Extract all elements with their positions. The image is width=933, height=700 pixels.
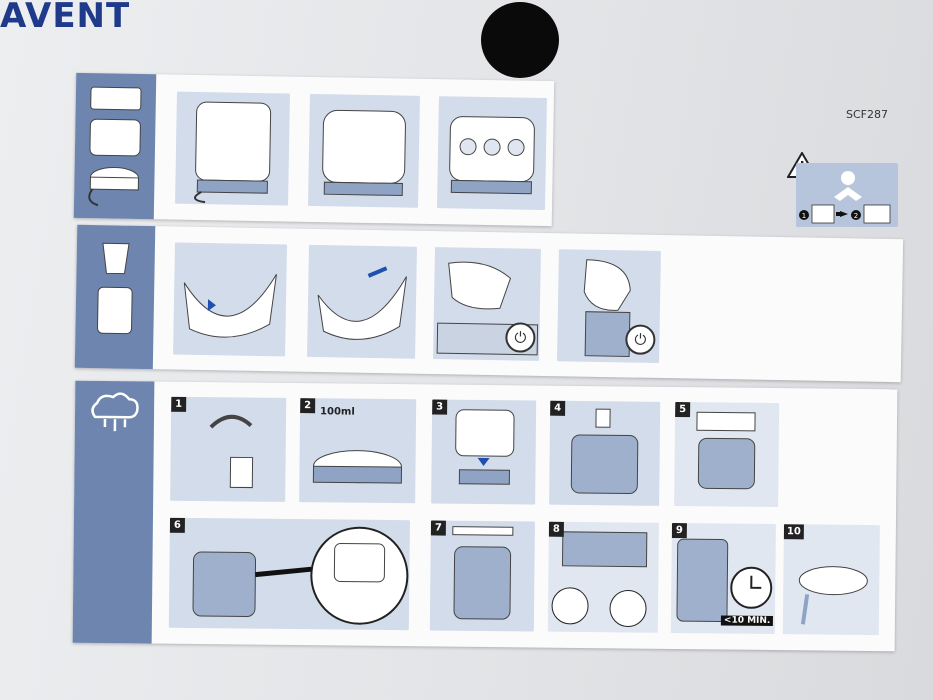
step-number: 6 [169,517,185,533]
power-button-icon [505,322,536,353]
step-10-tile: 10 [782,524,880,636]
step-number: 5 [675,401,691,418]
step-number: 4 [550,400,566,416]
steps-panel: 1 2 100ml 3 4 5 6 7 8 9 <10 MIN. 10 [72,380,898,652]
basket-panel [74,224,904,383]
assembly-panel [73,72,555,227]
assembly-tile-1 [175,91,290,206]
step-number: 10 [783,524,804,540]
bottle-sidebar [74,224,156,370]
carry-hole [481,2,559,78]
model-code: SCF287 [846,108,888,121]
step-number: 7 [430,520,446,536]
svg-text:1: 1 [802,212,806,220]
step-number: 1 [171,396,187,412]
step-number: 9 [671,522,687,539]
basket-tile-3 [433,247,541,361]
time-limit-label: <10 MIN. [720,615,774,627]
step-2-tile: 2 100ml [299,398,417,504]
basket-tile-4 [557,249,661,363]
step-8-tile: 8 [547,521,659,633]
step-1-tile: 1 [170,396,287,502]
brand-logo: AVENT [0,0,131,36]
power-button-icon [625,324,656,355]
assembly-tile-2 [308,93,420,208]
step-9-tile: 9 <10 MIN. [670,522,776,635]
parts-stack-illustration [88,86,142,207]
read-manual-icon: 1 2 [796,163,898,227]
step-4-tile: 4 [549,400,661,506]
step-5-tile: 5 [674,401,780,508]
step-number: 8 [548,521,564,537]
step-number: 3 [432,399,448,415]
step-6-tile: 6 [168,517,410,631]
svg-text:2: 2 [854,212,858,220]
steam-sidebar [72,380,155,644]
steam-cloud-icon [91,392,139,432]
assembly-tile-3 [436,96,547,211]
basket-tile-2 [307,244,417,359]
step-3-tile: 3 [431,399,537,505]
bottle-parts-illustration [97,242,133,335]
basket-tile-1 [173,242,287,357]
parts-sidebar [73,72,157,220]
water-amount-label: 100ml [320,406,355,418]
step-7-tile: 7 [429,520,535,632]
step-number: 2 [300,398,316,414]
